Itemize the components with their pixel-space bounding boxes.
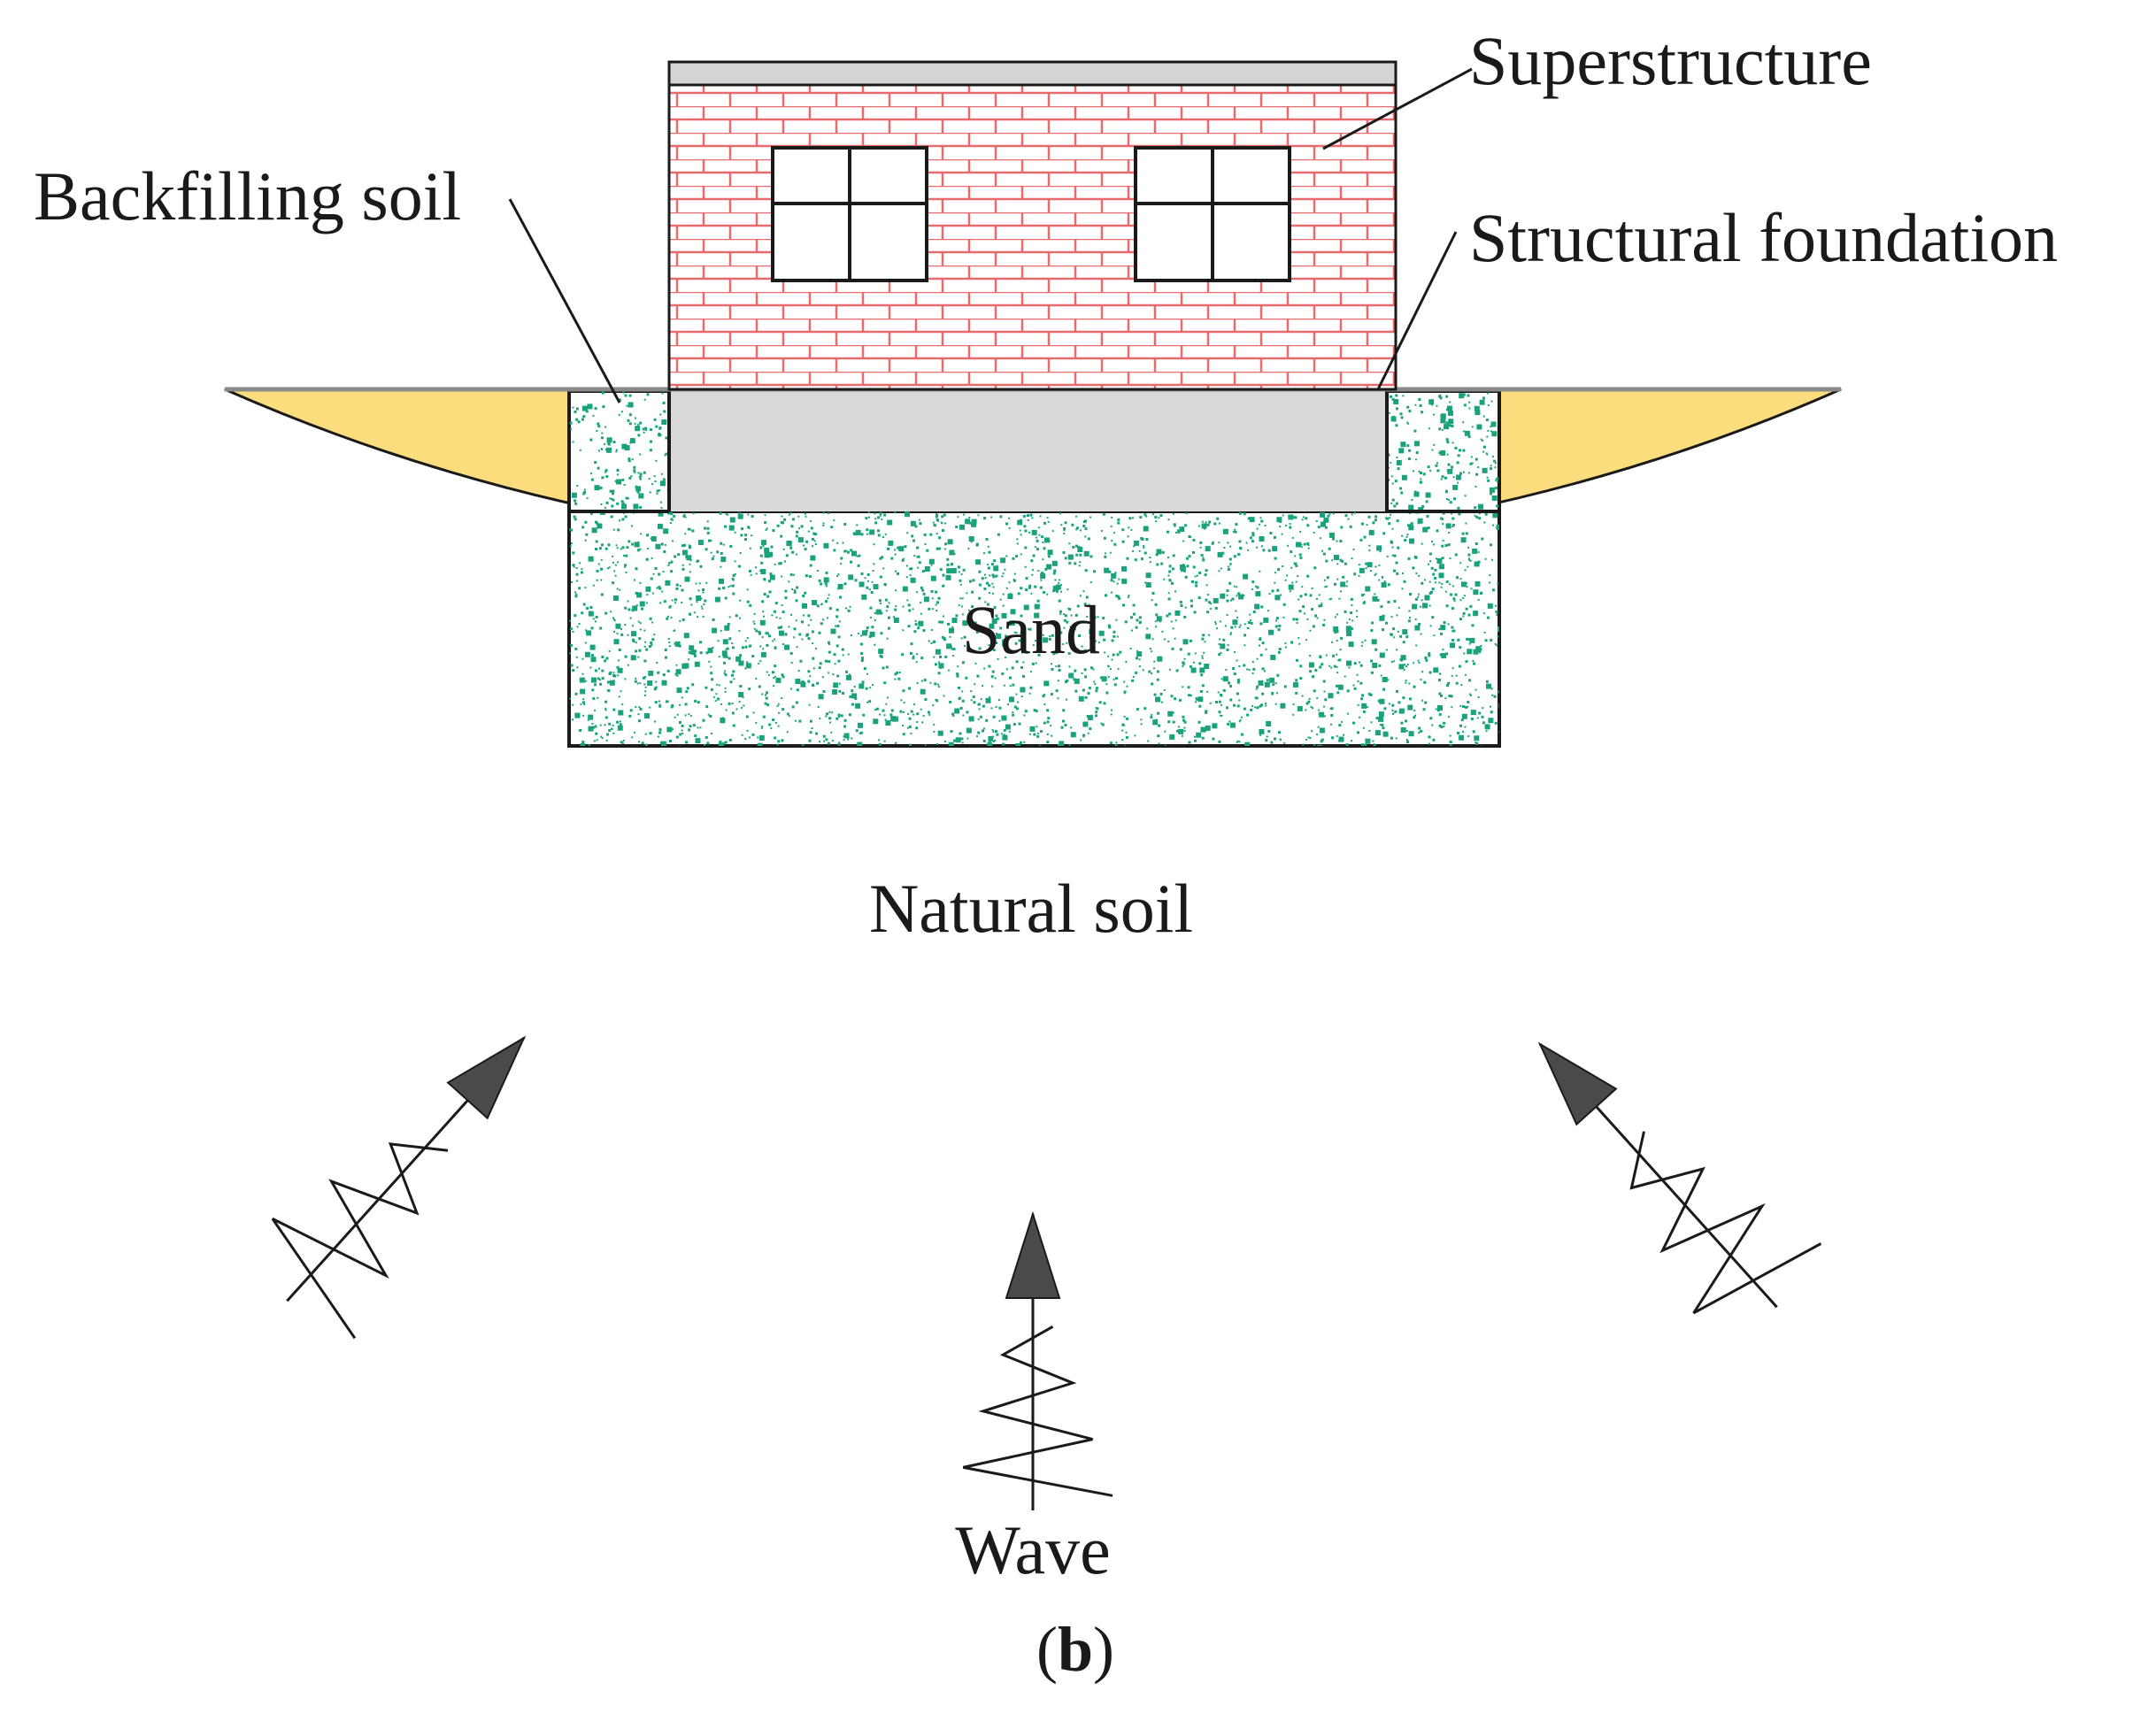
structural-foundation <box>669 391 1387 511</box>
label-backfilling-soil: Backfilling soil <box>34 158 461 234</box>
seismic-wave-arrow-icon <box>962 1210 1113 1510</box>
leader-backfilling-soil <box>508 198 621 403</box>
label-structural-foundation: Structural foundation <box>1469 199 2058 276</box>
panel-label-open: ( <box>1036 1614 1058 1685</box>
window-icon <box>1134 146 1291 282</box>
seismic-wave-arrow-icon <box>271 1035 527 1340</box>
label-superstructure: Superstructure <box>1469 22 1872 99</box>
seismic-wave-arrow-icon <box>1537 1041 1822 1315</box>
label-sand: Sand <box>962 591 1100 668</box>
label-natural-soil: Natural soil <box>869 870 1193 947</box>
superstructure-roof <box>667 60 1398 87</box>
window-icon <box>771 146 928 282</box>
leader-superstructure <box>1322 67 1473 150</box>
panel-label-close: ) <box>1093 1614 1114 1685</box>
sand-speckle-texture <box>569 391 1499 746</box>
label-wave: Wave <box>955 1511 1111 1588</box>
panel-label: (b) <box>1036 1614 1114 1685</box>
panel-label-letter: b <box>1058 1614 1093 1685</box>
leader-structural-foundation <box>1376 231 1458 390</box>
